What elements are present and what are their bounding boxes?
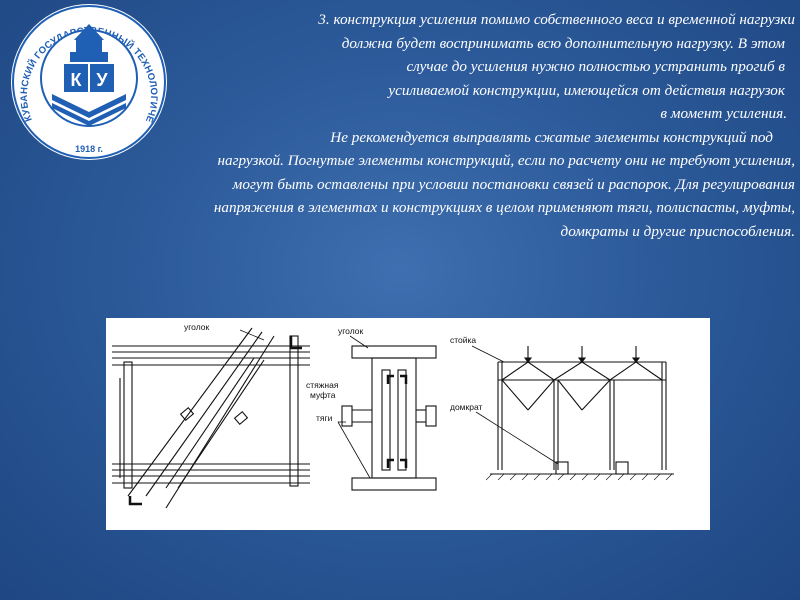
label-ugolok-1: уголок bbox=[184, 322, 209, 332]
label-styazhnaya: стяжная bbox=[306, 380, 339, 390]
reinforcement-diagram: уголок уголок стяжная муфта тяги стойка … bbox=[106, 318, 710, 530]
panel-beam-brace bbox=[112, 327, 310, 509]
text-line: усиливаемой конструкции, имеющейся от де… bbox=[388, 81, 785, 99]
logo-emblem-icon: К У bbox=[40, 24, 138, 127]
diagram-svg: уголок уголок стяжная муфта тяги стойка … bbox=[112, 322, 674, 509]
text-line: в момент усиления. bbox=[660, 105, 787, 122]
label-mufta: муфта bbox=[310, 390, 336, 400]
svg-text:К: К bbox=[71, 70, 83, 90]
text-line: напряжения в элементах и конструкциях в … bbox=[213, 199, 795, 216]
text-line: домкраты и другие приспособления. bbox=[560, 222, 795, 240]
label-tyagi: тяги bbox=[316, 413, 333, 423]
text-line: нагрузкой. Погнутые элементы конструкций… bbox=[217, 152, 795, 169]
label-ugolok-2: уголок bbox=[338, 326, 363, 336]
panel-frame-jack bbox=[471, 345, 674, 481]
text-line: 3. конструкция усиления помимо собственн… bbox=[318, 11, 795, 28]
text-line: должна будет воспринимать всю дополнител… bbox=[341, 34, 785, 52]
body-text: 3. конструкция усиления помимо собственн… bbox=[150, 8, 795, 243]
university-logo: КУБАНСКИЙ ГОСУДАРСТВЕННЫЙ ТЕХНОЛОГИЧЕСКИ… bbox=[4, 2, 167, 160]
logo-year: 1918 г. bbox=[75, 144, 103, 154]
panel-column-coupling bbox=[337, 335, 437, 491]
text-line: Не рекомендуется выправлять сжатые элеме… bbox=[330, 128, 773, 146]
label-domkrat: домкрат bbox=[450, 402, 483, 412]
svg-text:У: У bbox=[96, 70, 108, 90]
text-line: могут быть оставлены при условии постано… bbox=[232, 175, 795, 193]
label-stoyka: стойка bbox=[450, 335, 476, 345]
text-line: случае до усиления нужно полностью устра… bbox=[406, 58, 785, 75]
